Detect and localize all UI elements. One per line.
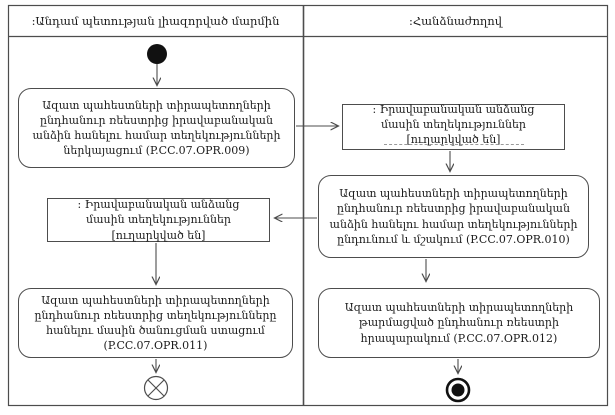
object-node-info-sent-commission: : Իրավաբանական անձանց մասին տեղեկություն… <box>342 102 565 150</box>
object-node-info-sent-member-state-label: : Իրավաբանական անձանց մասին տեղեկություն… <box>77 198 240 242</box>
action-node-opr-012-label: Ազատ պահեստների տիրապետողների թարմացված … <box>344 301 574 345</box>
diagram-border <box>7 4 609 407</box>
object-node-dashed-underline <box>383 144 524 145</box>
activity-final-node <box>445 377 471 403</box>
action-node-opr-012: Ազատ պահեստների տիրապետողների թարմացված … <box>318 288 600 358</box>
object-node-info-sent-member-state: : Իրավաբանական անձանց մասին տեղեկություն… <box>47 198 270 242</box>
swimlane-header-commission: :Հանձնաժողով <box>408 13 503 28</box>
action-node-opr-009: Ազատ պահեստների տիրապետողների ընդհանուր … <box>18 88 295 168</box>
start-node <box>147 44 167 64</box>
action-node-opr-010: Ազատ պահեստների տիրապետողների ընդհանուր … <box>318 175 589 258</box>
action-node-opr-011-label: Ազատ պահեստների տիրապետողների ընդհանուր … <box>34 293 277 353</box>
object-node-info-sent-commission-label: : Իրավաբանական անձանց մասին տեղեկություն… <box>372 102 535 147</box>
flow-final-node <box>143 375 169 401</box>
action-node-opr-011: Ազատ պահեստների տիրապետողների ընդհանուր … <box>18 288 293 358</box>
swimlane-header-member-state: :Անդամ պետության լիազորված մարմին <box>31 13 280 28</box>
action-node-opr-009-label: Ազատ պահեստների տիրապետողների ընդհանուր … <box>32 98 281 158</box>
action-node-opr-010-label: Ազատ պահեստների տիրապետողների ընդհանուր … <box>329 187 578 246</box>
